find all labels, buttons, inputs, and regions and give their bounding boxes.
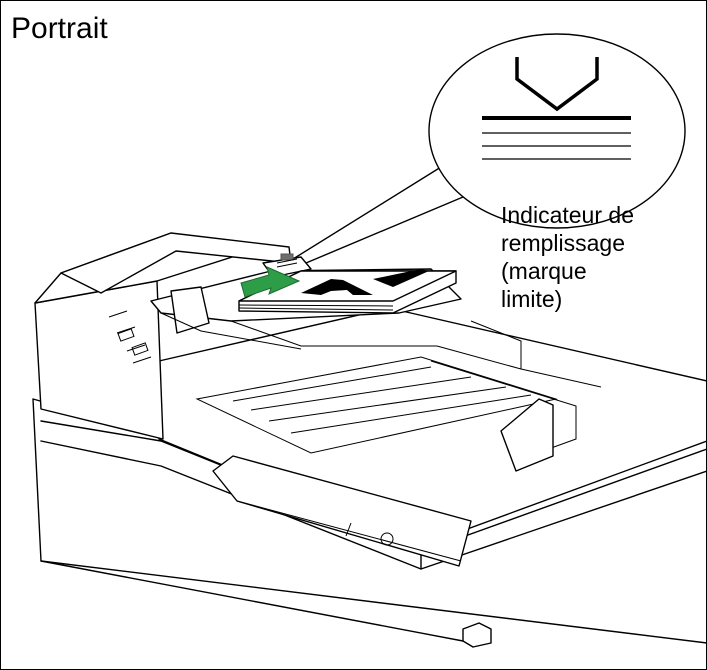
fill-limit-mark-icon bbox=[292, 33, 686, 264]
callout-line-4: limite) bbox=[501, 286, 563, 312]
callout-line-3: (marque bbox=[501, 258, 587, 284]
callout-line-2: remplissage bbox=[501, 230, 625, 256]
figure-title: Portrait bbox=[11, 12, 108, 45]
insert-direction-arrow-icon bbox=[240, 266, 301, 298]
callout-line-1: Indicateur de bbox=[501, 202, 634, 228]
fill-limit-callout: Indicateur de remplissage (marque limite… bbox=[501, 201, 701, 313]
